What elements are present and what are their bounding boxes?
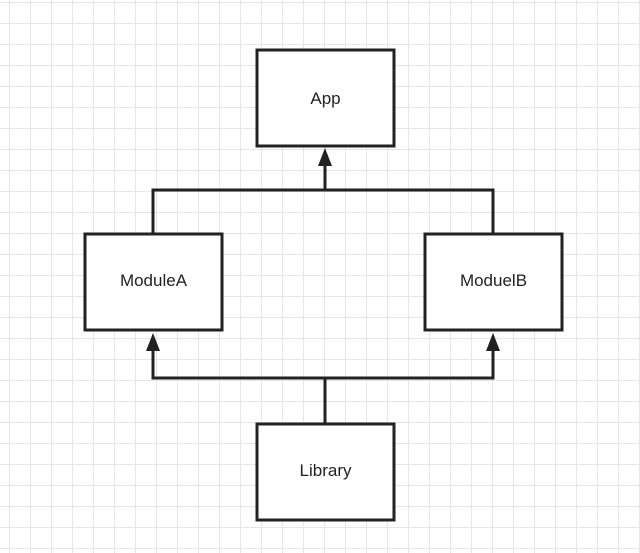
arrowhead-modulb xyxy=(486,333,500,351)
node-modulb xyxy=(423,232,564,332)
node-modulea-label: ModuleA xyxy=(120,271,188,290)
node-modulb-label: ModuelB xyxy=(460,271,527,290)
connector-library-to-modulb xyxy=(325,350,495,380)
node-app xyxy=(255,48,396,148)
node-library-label: Library xyxy=(300,461,352,480)
connector-modulb-to-app xyxy=(325,188,495,233)
node-library xyxy=(255,422,396,522)
arrowhead-app xyxy=(318,148,332,166)
node-app-label: App xyxy=(310,89,340,108)
arrowhead-modulea xyxy=(146,333,160,351)
connector-modulea-to-app xyxy=(151,188,325,233)
connector-library-to-modulea xyxy=(151,350,325,380)
node-modulea xyxy=(83,232,224,332)
